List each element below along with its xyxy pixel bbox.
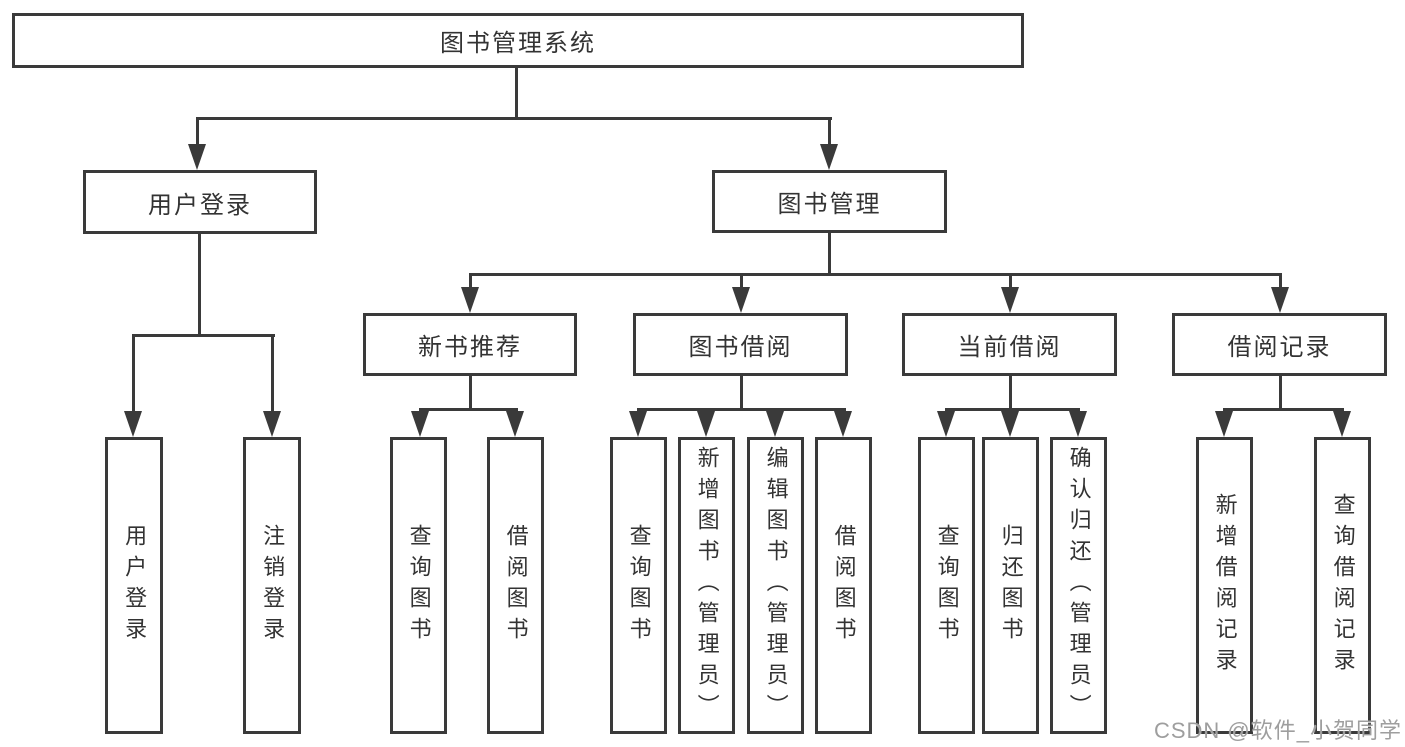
node-user-login: 用户登录 (83, 170, 317, 234)
leaf-bb-add-book-label: 新增图书（管理员） (694, 446, 720, 725)
connector-current-borrow-drop (1009, 273, 1012, 289)
node-book-borrow: 图书借阅 (633, 313, 848, 376)
arrow-to-book-mgmt (820, 144, 838, 170)
connector-book-mgmt-stem (828, 233, 831, 276)
connector-new-book-bar (419, 408, 518, 411)
node-new-book-recommend: 新书推荐 (363, 313, 577, 376)
arrow-to-br-add (1215, 411, 1233, 437)
arrow-to-new-book (461, 287, 479, 313)
arrow-to-br-query (1333, 411, 1351, 437)
connector-user-login-drop (196, 117, 199, 147)
arrow-to-bb-borrow (834, 411, 852, 437)
node-borrow-records: 借阅记录 (1172, 313, 1387, 376)
leaf-cb-return-book: 归还图书 (982, 437, 1039, 734)
connector-borrow-records-bar (1223, 408, 1344, 411)
leaf-cb-return-book-label: 归还图书 (998, 523, 1024, 648)
leaf-nb-borrow-book-label: 借阅图书 (503, 523, 529, 648)
leaf-logout-label: 注销登录 (260, 523, 286, 648)
connector-level2-bar (196, 117, 832, 120)
leaf-bb-query-book-label: 查询图书 (626, 523, 652, 648)
connector-root-stem (515, 68, 518, 118)
node-library-system: 图书管理系统 (12, 13, 1024, 68)
leaf-user-login: 用户登录 (105, 437, 163, 734)
leaf-br-query-record-label: 查询借阅记录 (1330, 492, 1356, 679)
arrow-to-logout-leaf (263, 411, 281, 437)
leaf-cb-confirm-return: 确认归还（管理员） (1050, 437, 1107, 734)
arrow-to-nb-query (411, 411, 429, 437)
connector-user-login-stem (198, 233, 201, 336)
arrow-to-borrow-records (1271, 287, 1289, 313)
leaf-bb-query-book: 查询图书 (610, 437, 667, 734)
arrow-to-cb-confirm (1069, 411, 1087, 437)
arrow-to-login-leaf (124, 411, 142, 437)
connector-new-book-drop (469, 273, 472, 289)
csdn-watermark: CSDN @软件_小贺同学 (1153, 718, 1402, 743)
connector-book-borrow-drop (740, 273, 743, 289)
leaf-cb-confirm-return-label: 确认归还（管理员） (1066, 446, 1092, 725)
connector-book-mgmt-drop (828, 117, 831, 147)
leaf-user-login-label: 用户登录 (122, 523, 148, 648)
leaf-bb-borrow-book-label: 借阅图书 (831, 523, 857, 648)
connector-borrow-records-stem (1279, 375, 1282, 411)
leaf-br-query-record: 查询借阅记录 (1314, 437, 1371, 734)
leaf-bb-borrow-book: 借阅图书 (815, 437, 872, 734)
leaf-logout: 注销登录 (243, 437, 301, 734)
arrow-to-cb-query (937, 411, 955, 437)
leaf-cb-query-book-label: 查询图书 (934, 523, 960, 648)
connector-login-leaf-drop (132, 334, 135, 414)
arrow-to-nb-borrow (506, 411, 524, 437)
arrow-to-user-login (188, 144, 206, 170)
node-book-management: 图书管理 (712, 170, 947, 233)
leaf-nb-query-book-label: 查询图书 (406, 523, 432, 648)
leaf-cb-query-book: 查询图书 (918, 437, 975, 734)
node-current-borrow: 当前借阅 (902, 313, 1117, 376)
arrow-to-bb-query (629, 411, 647, 437)
connector-user-login-bar (132, 334, 275, 337)
connector-new-book-stem (469, 375, 472, 411)
leaf-br-add-record: 新增借阅记录 (1196, 437, 1253, 734)
arrow-to-cb-return (1001, 411, 1019, 437)
leaf-bb-edit-book: 编辑图书（管理员） (747, 437, 804, 734)
connector-current-borrow-bar (945, 408, 1080, 411)
connector-current-borrow-stem (1009, 375, 1012, 411)
arrow-to-book-borrow (732, 287, 750, 313)
connector-book-borrow-stem (740, 375, 743, 411)
connector-borrow-records-drop (1279, 273, 1282, 289)
leaf-nb-borrow-book: 借阅图书 (487, 437, 544, 734)
leaf-bb-add-book: 新增图书（管理员） (678, 437, 735, 734)
arrow-to-bb-add (697, 411, 715, 437)
leaf-bb-edit-book-label: 编辑图书（管理员） (763, 446, 789, 725)
connector-logout-leaf-drop (271, 334, 274, 414)
connector-level3-bar (469, 273, 1282, 276)
leaf-nb-query-book: 查询图书 (390, 437, 447, 734)
leaf-br-add-record-label: 新增借阅记录 (1212, 492, 1238, 679)
arrow-to-current-borrow (1001, 287, 1019, 313)
connector-book-borrow-bar (637, 408, 846, 411)
arrow-to-bb-edit (766, 411, 784, 437)
